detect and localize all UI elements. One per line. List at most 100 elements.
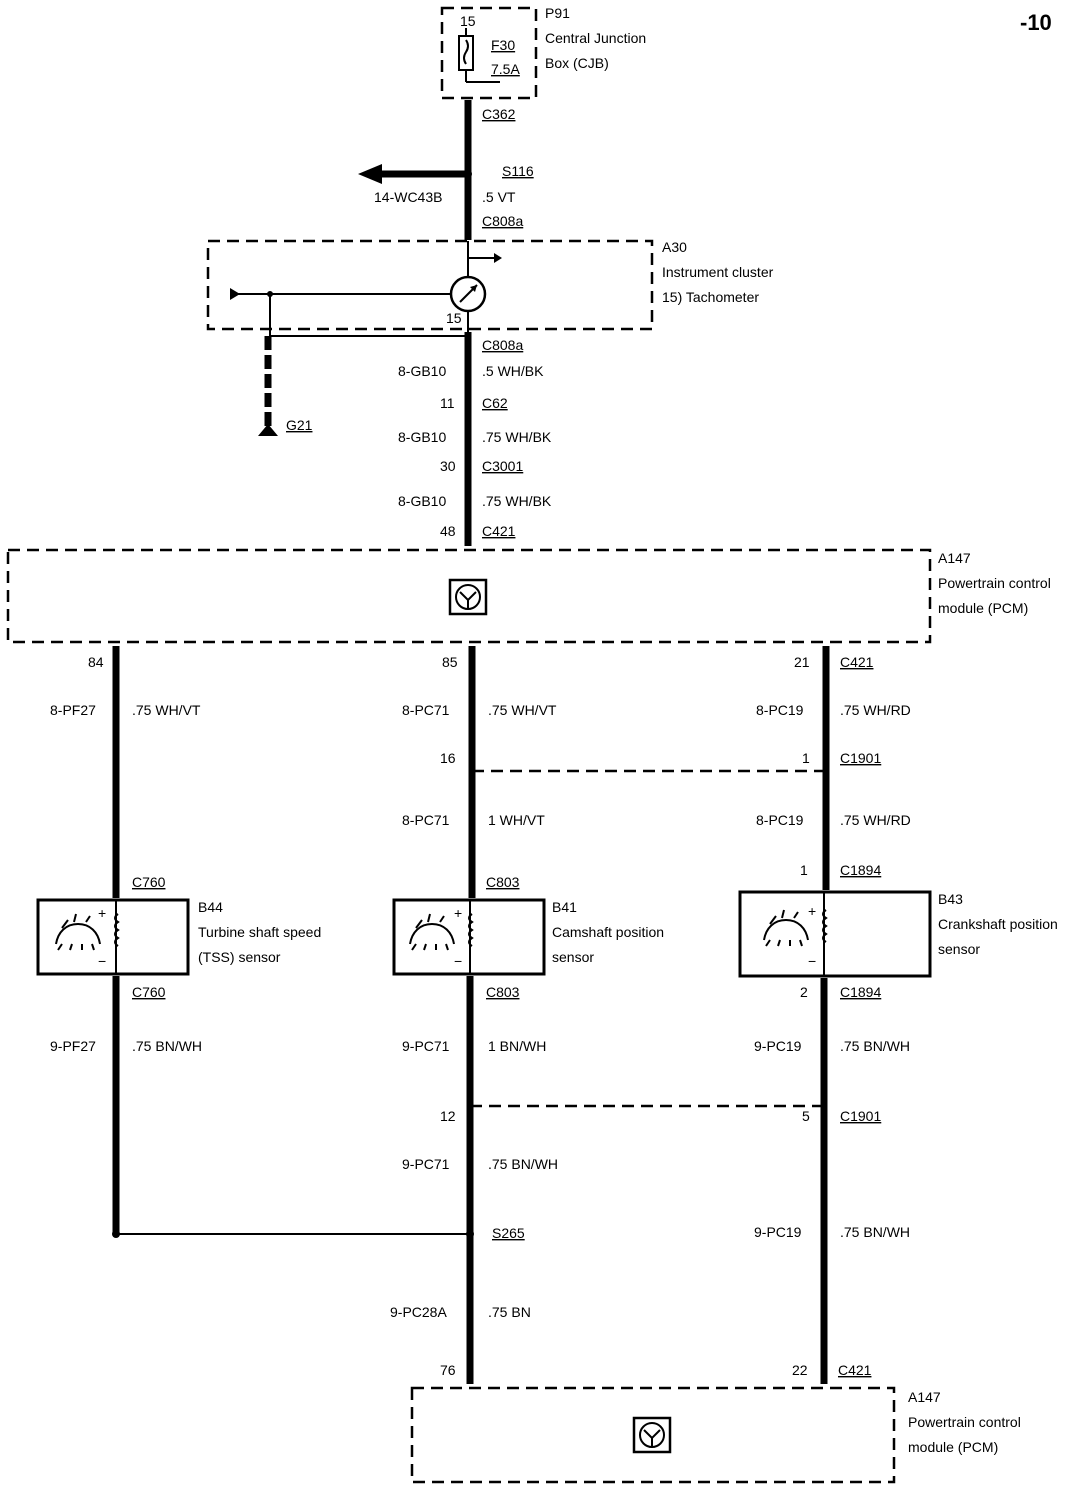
left-conn-top: C760 [132,874,166,890]
right-pin-final: 22 [792,1362,808,1378]
sensor-b43: + − [738,890,932,978]
connector-c808a-top: C808a [482,213,523,229]
right-pin-c1901: 1 [802,750,810,766]
svg-text:−: − [454,953,462,969]
right-wire-top: .75 WH/RD [840,702,911,718]
connector-c62: C62 [482,395,508,411]
mid-wire-mid: 1 WH/VT [488,812,545,828]
b43-name-2: sensor [938,941,980,957]
branch-arrow [358,164,382,184]
mid-conn-top: C803 [486,874,520,890]
right-c1894-b: C1894 [840,984,881,1000]
pcm-bottom-box [410,1386,896,1484]
left-pin: 84 [88,654,104,670]
mid-wire-low: .75 BN/WH [488,1156,558,1172]
mid-circuit-bottom: 9-PC71 [402,1038,450,1054]
mid-pin-c1901-lower: 12 [440,1108,456,1124]
pcm-bottom-name-2: module (PCM) [908,1439,998,1455]
mid-wire-top: .75 WH/VT [488,702,557,718]
svg-text:+: + [808,903,816,919]
right-wire-bottom: .75 BN/WH [840,1038,910,1054]
left-wire-top: .75 WH/VT [132,702,201,718]
right-pin-c1894-b: 2 [800,984,808,1000]
wire-size-vt: .5 VT [482,189,516,205]
ground-g21: G21 [286,417,313,433]
a30-id: A30 [662,239,687,255]
branch-circuit: 14-WC43B [374,189,442,205]
pin-c421: 48 [440,523,456,539]
sensor-b41: + − [392,898,546,976]
pcm-top-name-1: Powertrain control [938,575,1051,591]
fuse-rating: 7.5A [491,61,520,77]
cjb-name-1: Central Junction [545,30,646,46]
pin-c3001: 30 [440,458,456,474]
b41-name-2: sensor [552,949,594,965]
pin-c62: 11 [440,395,455,411]
pcm-bottom-icon [632,1416,672,1454]
page-number: -10 [1020,10,1052,35]
circuit-8-gb10-1: 8-GB10 [398,363,446,379]
b43-id: B43 [938,891,963,907]
left-circuit-bottom: 9-PF27 [50,1038,96,1054]
mid-pin: 85 [442,654,458,670]
b43-name-1: Crankshaft position [938,916,1058,932]
connector-c3001: C3001 [482,458,523,474]
svg-text:+: + [98,905,106,921]
sensor-b44: + − [36,898,190,976]
svg-text:−: − [98,953,106,969]
mid-circuit-mid: 8-PC71 [402,812,450,828]
wire-wh-bk-1: .5 WH/BK [482,363,544,379]
mid-circuit-top: 8-PC71 [402,702,450,718]
connector-c808a: C808a [482,337,523,353]
ground-icon [258,424,278,436]
b41-name-1: Camshaft position [552,924,664,940]
instrument-cluster-box [206,239,654,331]
connector-c421: C421 [482,523,516,539]
left-conn-bottom: C760 [132,984,166,1000]
svg-text:+: + [454,905,462,921]
right-conn-pcm: C421 [840,654,874,670]
circuit-8-gb10-2: 8-GB10 [398,429,446,445]
right-conn-final: C421 [838,1362,872,1378]
pcm-top-name-2: module (PCM) [938,600,1028,616]
mid-pin-c1901: 16 [440,750,456,766]
right-pin: 21 [794,654,810,670]
right-pin-c1901-lower: 5 [802,1108,810,1124]
right-circuit-top: 8-PC19 [756,702,804,718]
connector-c362: C362 [482,106,516,122]
cjb-pin: 15 [460,13,476,29]
right-circuit-mid: 8-PC19 [756,812,804,828]
left-circuit-top: 8-PF27 [50,702,96,718]
mid-conn-bottom: C803 [486,984,520,1000]
mid-pin-final: 76 [440,1362,456,1378]
right-pin-c1894: 1 [800,862,808,878]
wire-wh-bk-3: .75 WH/BK [482,493,552,509]
splice-s265: S265 [492,1225,525,1241]
left-wire-bottom: .75 BN/WH [132,1038,202,1054]
right-c1894: C1894 [840,862,881,878]
right-c1901-lower: C1901 [840,1108,881,1124]
cjb-box [440,6,538,100]
pcm-top-id: A147 [938,550,971,566]
pcm-bottom-id: A147 [908,1389,941,1405]
b44-name-2: (TSS) sensor [198,949,281,965]
a30-name-1: Instrument cluster [662,264,774,280]
mid-circuit-final: 9-PC28A [390,1304,447,1320]
wire-wh-bk-2: .75 WH/BK [482,429,552,445]
cjb-id: P91 [545,5,570,21]
circuit-8-gb10-3: 8-GB10 [398,493,446,509]
right-wire-mid: .75 WH/RD [840,812,911,828]
fuse-label: F30 [491,37,515,53]
right-circuit-bottom: 9-PC19 [754,1038,802,1054]
pcm-top-icon [448,578,488,616]
mid-wire-final: .75 BN [488,1304,531,1320]
svg-text:−: − [808,953,816,969]
b44-id: B44 [198,899,223,915]
pcm-top-box [6,548,932,644]
right-wire-low: .75 BN/WH [840,1224,910,1240]
pcm-bottom-name-1: Powertrain control [908,1414,1021,1430]
splice-s116: S116 [502,163,534,179]
a30-pin: 15 [446,310,462,326]
b44-name-1: Turbine shaft speed [198,924,321,940]
